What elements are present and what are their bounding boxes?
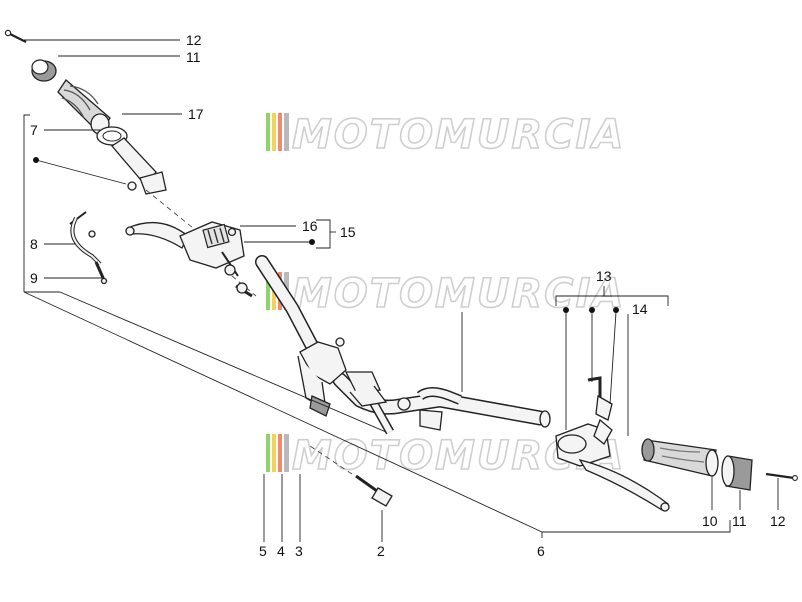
callout-6: 6 — [537, 543, 545, 559]
callout-9: 9 — [30, 270, 38, 286]
callout-16: 16 — [302, 218, 318, 234]
left-handlebar-grip — [57, 79, 111, 136]
leader-lines — [23, 39, 779, 542]
callout-7: 7 — [30, 122, 38, 138]
watermark-top: MOTOMURCIA — [266, 111, 625, 159]
left-bar-end-screw — [4, 29, 27, 43]
callout-8: 8 — [30, 236, 38, 252]
right-handlebar-grip — [641, 438, 719, 477]
callout-4: 4 — [277, 543, 285, 559]
throttle-tube — [111, 137, 167, 195]
right-bar-end-screw — [765, 472, 798, 481]
callout-13: 13 — [596, 268, 612, 284]
callout-14: 14 — [632, 301, 648, 317]
assembly-line-throttle — [145, 189, 199, 233]
callout-17: 17 — [188, 106, 204, 122]
right-brake-lever — [578, 458, 670, 512]
callout-12-top: 12 — [186, 32, 202, 48]
watermark-text-top: MOTOMURCIA — [292, 112, 625, 158]
callout-5: 5 — [259, 543, 267, 559]
left-brake-lever — [125, 222, 189, 249]
mount-screw — [355, 474, 393, 507]
watermark-text-middle: MOTOMURCIA — [292, 271, 625, 317]
callout-11-top: 11 — [186, 49, 201, 65]
callout-10: 10 — [702, 513, 718, 529]
watermark-middle: MOTOMURCIA — [266, 270, 625, 318]
handlebar-mount-bracket — [297, 337, 443, 431]
callout-2: 2 — [377, 543, 385, 559]
right-bar-end-weight — [721, 455, 753, 491]
banjo-bolt — [235, 282, 253, 298]
throttle-cable-fitting — [69, 211, 108, 285]
left-bar-end-weight — [31, 59, 57, 82]
callout-11-bottom: 11 — [732, 513, 747, 529]
left-master-cylinder — [179, 221, 245, 277]
callout-labels: 12 11 17 7 16 15 8 9 13 14 10 11 12 5 4 … — [30, 32, 786, 559]
callout-15: 15 — [340, 224, 356, 240]
left-grip-ring — [96, 126, 128, 146]
right-master-cylinder — [555, 376, 613, 467]
callout-3: 3 — [295, 543, 303, 559]
callout-12-bottom: 12 — [770, 513, 786, 529]
